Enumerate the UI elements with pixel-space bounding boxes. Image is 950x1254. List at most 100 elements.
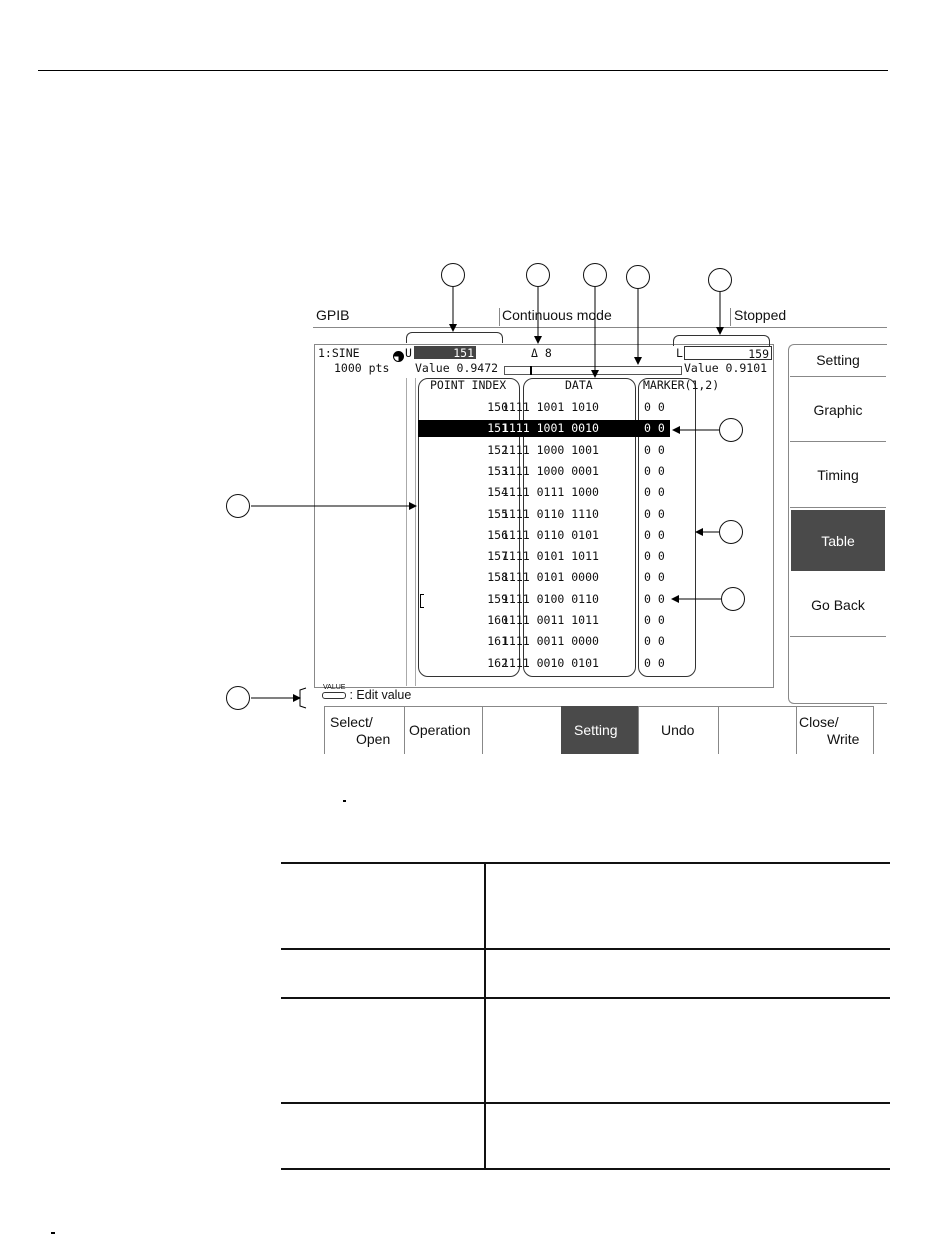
marker-cell: 0 0 [644,527,665,542]
point-index-cell: 150 [487,400,508,414]
status-bar-underline [313,327,887,328]
data-cell: 1111 0011 1011 [502,613,599,627]
callout-circle [583,263,607,287]
column-header-data: DATA [565,378,593,392]
select-open-button[interactable]: Select/ Open [324,706,404,754]
side-menu-graphic-button[interactable]: Graphic [790,378,886,442]
close-write-label-1: Close/ [799,714,839,730]
cursor-u-bracket [406,332,503,343]
data-cell: 1111 0100 0110 [502,591,599,606]
point-index-cell: 155 [487,506,508,521]
marker-cell: 0 0 [644,613,665,627]
close-write-label-2: Write [827,731,860,747]
edit-hint: VALUE : Edit value [322,684,412,702]
cursor-l-value: Value 0.9101 [684,361,768,375]
column-header-point-index: POINT INDEX [430,378,507,392]
position-scrollbar-thumb[interactable] [530,366,532,375]
page-footer-mark [51,1232,55,1234]
selected-row-highlight [418,420,670,437]
desc-table-row-rule [281,948,890,950]
point-index-cell: 160 [487,613,508,627]
cursor-delta: Δ 8 [531,346,552,360]
side-menu-setting-button[interactable]: Setting [790,344,886,377]
marker-cell: 0 0 [644,591,665,606]
edit-cursor-bracket [420,594,424,608]
marker-cell: 0 0 [644,506,665,521]
data-cell: 1111 1000 0001 [502,463,599,478]
desc-table-bottom-rule [281,1168,890,1170]
callout-circle [226,494,250,518]
undo-label: Undo [661,722,695,738]
operation-button[interactable]: Operation [404,706,482,754]
point-index-cell: 158 [487,570,508,585]
value-knob-icon: VALUE [322,684,346,700]
side-menu-frame [788,344,887,704]
select-open-label-1: Select/ [330,714,373,730]
desc-table-top-rule [281,862,890,864]
cursor-u-index-field[interactable]: 151 [414,346,476,360]
waveform-preview-strip [408,378,416,686]
undo-button[interactable]: Undo [638,706,718,754]
cursor-l-index-field[interactable]: 159 [684,346,772,361]
data-cell: 1111 1001 0010 [502,421,599,436]
marker-cell: 0 0 [644,421,665,436]
close-write-button[interactable]: Close/ Write [796,706,874,754]
marker-cell: 0 0 [644,655,665,670]
status-separator [730,308,731,326]
point-index-cell: 157 [487,549,508,564]
figure-caption-mark [343,800,346,802]
data-cell: 1111 0101 1011 [502,549,599,564]
marker-cell: 0 0 [644,634,665,649]
callout-circle [526,263,550,287]
side-menu-go-back-button[interactable]: Go Back [790,573,886,637]
callout-circle [708,268,732,292]
marker-cell: 0 0 [644,570,665,585]
data-cell: 1111 0110 0101 [502,527,599,542]
data-cell: 1111 1000 1001 [502,442,599,457]
callout-circle [226,686,250,710]
data-cell: 1111 0010 0101 [502,655,599,670]
status-interface: GPIB [316,307,350,323]
empty-softkey[interactable] [482,706,561,754]
data-column [523,378,636,677]
status-mode: Continuous mode [502,307,612,323]
status-run-state: Stopped [734,307,787,323]
waveform-preview-panel [314,378,407,686]
cursor-link-icon [393,347,404,362]
desc-table-row-rule [281,997,890,999]
callout-circle [719,418,743,442]
point-index-cell: 151 [487,421,508,436]
column-header-marker: MARKER(1,2) [643,378,720,392]
page-top-rule [38,70,888,71]
setting-button[interactable]: Setting [561,706,638,754]
edit-hint-text: : Edit value [349,688,412,702]
point-index-cell: 162 [487,655,508,670]
desc-table-column-divider [484,864,486,1170]
setting-label: Setting [574,722,618,738]
point-index-cell: 156 [487,527,508,542]
empty-softkey[interactable] [718,706,796,754]
operation-label: Operation [409,722,471,738]
select-open-label-2: Open [356,731,391,747]
side-menu-timing-button[interactable]: Timing [790,442,886,508]
marker-cell: 0 0 [644,549,665,564]
status-separator [499,308,500,326]
cursor-u-label: U [405,346,412,360]
side-menu-table-button[interactable]: Table [791,510,885,571]
point-index-cell: 161 [487,634,508,649]
callout-circle [721,587,745,611]
point-index-column [418,378,520,677]
